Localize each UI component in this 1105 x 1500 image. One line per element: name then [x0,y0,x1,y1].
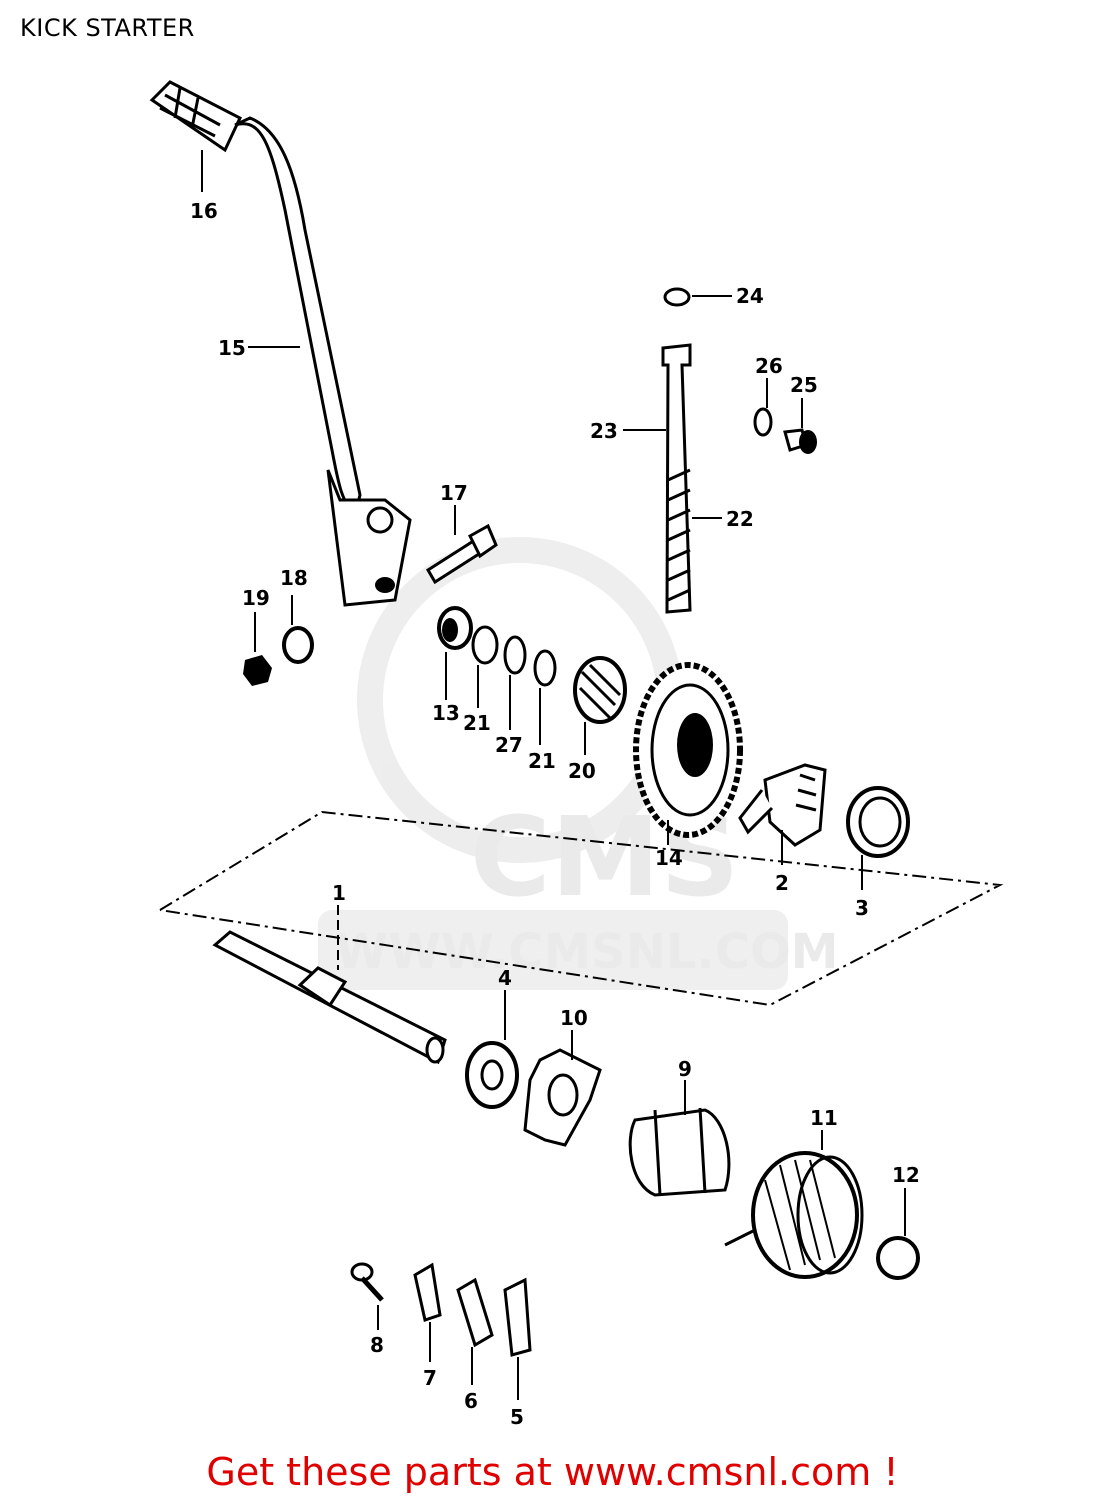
washer-part-21a [471,625,499,665]
callout-6: 6 [464,1389,478,1413]
callout-15: 15 [218,336,246,360]
ratchet-part-2 [738,763,827,847]
page-title: KICK STARTER [20,14,195,42]
nut-part-19 [243,655,272,686]
callout-7: 7 [423,1366,437,1390]
spring-part-11 [724,1151,864,1279]
washer-part-21b [533,649,557,687]
washer-part-26 [753,407,773,437]
bolt-part-17 [425,523,498,585]
pawl-part-5 [503,1277,532,1357]
callout-11: 11 [810,1106,838,1130]
callout-19: 19 [242,586,270,610]
callout-26: 26 [755,354,783,378]
assembly-outline [159,810,1004,1007]
callout-12: 12 [892,1163,920,1187]
callout-9: 9 [678,1057,692,1081]
callout-23: 23 [590,419,618,443]
callout-21a: 21 [463,711,491,735]
washer-part-4 [465,1041,519,1109]
callout-4: 4 [498,966,512,990]
callout-16: 16 [190,199,218,223]
exploded-parts-diagram: CMS WWW.CMSNL.COM [149,80,1004,1429]
callout-13: 13 [432,701,460,725]
callout-21b: 21 [528,749,556,773]
callout-2: 2 [775,871,789,895]
washer-part-18 [282,626,314,664]
kick-lever-part [234,116,412,607]
footer-link-text[interactable]: Get these parts at www.cmsnl.com ! [206,1450,899,1494]
pawl-part-6 [456,1277,494,1348]
kick-grip-part [149,80,242,153]
callout-18: 18 [280,566,308,590]
cam-part-9 [628,1107,731,1197]
callout-10: 10 [560,1006,588,1030]
pawl-part-7 [413,1262,442,1322]
kick-starter-shaft-part-1 [212,930,447,1065]
callout-17: 17 [440,481,468,505]
bushing-part-13 [437,606,473,650]
callout-22: 22 [726,507,754,531]
callout-25: 25 [790,373,818,397]
ring-part-24 [663,287,691,307]
gear-part-20 [573,656,627,724]
callout-8: 8 [370,1333,384,1357]
callout-14: 14 [655,846,683,870]
clip-part-12 [876,1236,920,1280]
callout-1: 1 [332,881,346,905]
plate-part-10 [523,1048,602,1147]
watermark-url: WWW.CMSNL.COM [335,924,839,980]
watermark: CMS WWW.CMSNL.COM [318,537,839,990]
clip-part-27 [503,635,527,675]
callout-24: 24 [736,284,764,308]
callout-5: 5 [510,1405,524,1429]
gear-part-14 [633,662,743,838]
callout-3: 3 [855,896,869,920]
kick-shaft-part-23 [661,343,692,614]
screw-part-25 [783,428,817,454]
callout-20: 20 [568,759,596,783]
spring-part-3 [846,786,910,858]
callout-27: 27 [495,733,523,757]
pin-part-8 [350,1262,384,1302]
